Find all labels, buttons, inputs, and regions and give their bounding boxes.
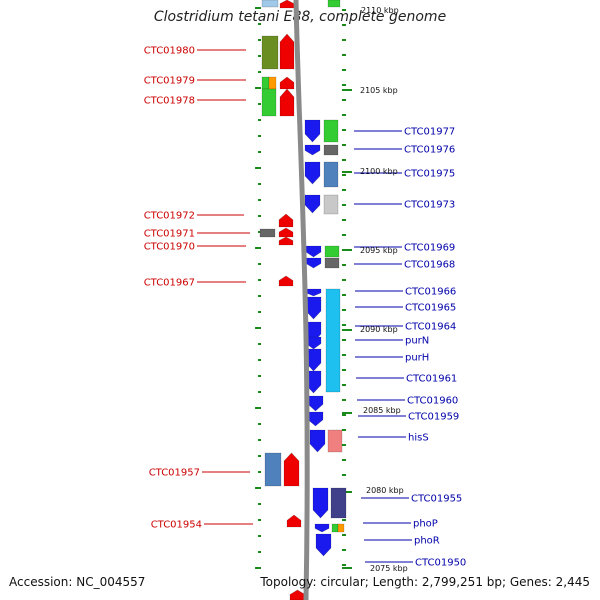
gene-label-right: purH <box>405 353 429 364</box>
gene-label-right: CTC01968 <box>404 260 455 271</box>
gene-label-right: CTC01959 <box>408 412 459 423</box>
gene-labels: CTC01980CTC01979CTC01978CTC01972CTC01971… <box>144 46 467 569</box>
gene-arrow-reverse <box>278 213 294 228</box>
gene-arrow-forward <box>305 257 322 269</box>
ruler-ticks-left <box>255 7 261 569</box>
kbp-scale-labels: 2110 kbp 2105 kbp 2100 kbp 2095 kbp 2090 kbp… <box>360 6 408 573</box>
gene-label-left: CTC01954 <box>151 520 202 531</box>
gene-arrow-reverse <box>286 514 302 528</box>
gene-label-right: CTC01977 <box>404 127 455 138</box>
gene-arrow-reverse <box>279 88 295 117</box>
cog-box <box>261 35 279 70</box>
gene-label-left: CTC01957 <box>149 468 200 479</box>
cog-box <box>327 429 343 453</box>
gene-label-right: CTC01961 <box>406 374 457 385</box>
gene-arrow-reverse <box>289 589 306 600</box>
gene-arrow-reverse <box>279 0 295 9</box>
gene-label-right: CTC01964 <box>405 322 456 333</box>
gene-label-right: CTC01973 <box>404 200 455 211</box>
ruler-ticks-right <box>342 9 352 569</box>
gene-arrow-forward <box>314 523 330 533</box>
cog-box <box>261 88 277 117</box>
gene-label-left: CTC01978 <box>144 96 195 107</box>
gene-arrow-reverse <box>278 227 294 238</box>
gene-arrow-reverse <box>283 452 300 487</box>
gene-arrow-forward <box>304 194 321 214</box>
label-leader-lines <box>197 49 413 563</box>
gene-label-right: CTC01966 <box>405 287 456 298</box>
kbp-scale-label: 2085 kbp <box>363 406 401 415</box>
gene-label-right: phoP <box>413 519 438 530</box>
cog-box <box>264 452 282 487</box>
gene-arrow-forward <box>315 533 332 557</box>
gene-arrow-forward <box>309 429 326 453</box>
kbp-scale-label: 2075 kbp <box>370 564 408 573</box>
gene-arrow-forward <box>307 411 324 427</box>
cog-box <box>324 245 340 258</box>
cog-box <box>323 119 339 143</box>
cog-box <box>331 523 339 533</box>
gene-tracks <box>259 0 347 600</box>
gene-arrow-reverse <box>279 33 295 70</box>
gene-arrow-forward <box>305 245 322 258</box>
gene-label-right: CTC01955 <box>411 494 462 505</box>
kbp-scale-label: 2090 kbp <box>360 325 398 334</box>
map-title: Clostridium tetani E88, complete genome <box>153 9 447 25</box>
gene-arrow-forward <box>304 119 321 143</box>
accession-text: Accession: NC_004557 <box>9 575 146 589</box>
gene-arrow-reverse <box>278 275 294 287</box>
gene-arrow-forward <box>304 161 321 185</box>
cog-box <box>323 194 339 215</box>
gene-label-right: CTC01975 <box>404 169 455 180</box>
gene-label-left: CTC01970 <box>144 242 195 253</box>
gene-label-right: hisS <box>408 433 429 444</box>
kbp-scale-label: 2100 kbp <box>360 167 398 176</box>
kbp-scale-label: 2080 kbp <box>366 486 404 495</box>
gene-label-right: CTC01969 <box>404 243 455 254</box>
genome-backbone <box>293 0 310 600</box>
topology-text: Topology: circular; Length: 2,799,251 bp… <box>260 575 590 589</box>
cog-box <box>325 288 341 393</box>
gene-arrow-reverse <box>278 236 294 246</box>
gene-arrow-forward <box>305 288 322 297</box>
cog-box <box>327 0 341 8</box>
gene-label-left: CTC01979 <box>144 76 195 87</box>
gene-arrow-forward <box>307 395 324 412</box>
cog-box <box>259 228 276 238</box>
gene-label-right: purN <box>405 336 429 347</box>
cog-box <box>330 487 347 519</box>
gene-label-left: CTC01971 <box>144 229 195 240</box>
gene-arrow-forward <box>305 296 322 320</box>
cog-box <box>261 0 279 8</box>
cog-box <box>323 161 339 188</box>
gene-label-right: CTC01976 <box>404 145 455 156</box>
cog-box <box>324 257 340 269</box>
gene-label-left: CTC01967 <box>144 278 195 289</box>
gene-label-right: CTC01965 <box>405 303 456 314</box>
cog-box <box>323 144 339 156</box>
gene-label-left: CTC01972 <box>144 211 195 222</box>
gene-label-left: CTC01980 <box>144 46 195 57</box>
gene-label-right: phoR <box>414 536 440 547</box>
gene-arrow-reverse <box>279 76 295 90</box>
kbp-scale-label: 2095 kbp <box>360 246 398 255</box>
gene-label-right: CTC01960 <box>407 396 458 407</box>
kbp-scale-label: 2105 kbp <box>360 86 398 95</box>
kbp-scale-label: 2110 kbp <box>361 6 399 15</box>
gene-arrow-forward <box>312 487 329 519</box>
gene-label-right: CTC01950 <box>415 558 466 569</box>
gene-arrow-forward <box>304 144 321 156</box>
cog-box <box>268 76 277 90</box>
cog-box <box>337 523 345 533</box>
cog-box <box>261 76 270 90</box>
